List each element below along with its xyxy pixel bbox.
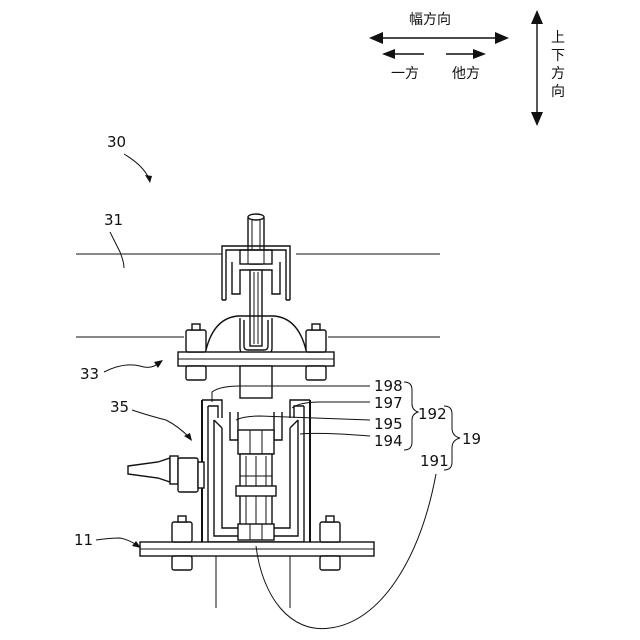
vertical-char-1: 上 (551, 30, 565, 46)
side-bolt (128, 456, 204, 492)
label-19: 19 (462, 430, 481, 448)
label-30: 30 (107, 133, 126, 151)
vertical-char-4: 向 (551, 84, 565, 100)
label-35: 35 (110, 398, 129, 416)
vertical-direction-arrow (531, 10, 543, 126)
direction-legend: 幅方向 一方 他方 上 下 方 向 (369, 10, 565, 126)
label-195: 195 (374, 415, 403, 433)
label-197: 197 (374, 394, 403, 412)
one-side-label: 一方 (391, 66, 419, 82)
label-11: 11 (74, 531, 93, 549)
label-191: 191 (420, 452, 449, 470)
label-192: 192 (418, 405, 447, 423)
label-33: 33 (80, 365, 99, 383)
label-31: 31 (104, 211, 123, 229)
rail-bracket (128, 366, 310, 550)
width-direction-label: 幅方向 (409, 12, 451, 28)
bracket-192 (404, 382, 418, 450)
other-side-label: 他方 (452, 66, 480, 82)
other-side-arrow (446, 49, 486, 59)
one-side-arrow (382, 49, 424, 59)
label-198: 198 (374, 377, 403, 395)
width-direction-arrow (369, 32, 509, 44)
vertical-char-3: 方 (551, 66, 565, 82)
label-194: 194 (374, 432, 403, 450)
top-clamp (206, 214, 306, 354)
vertical-char-2: 下 (551, 48, 565, 64)
